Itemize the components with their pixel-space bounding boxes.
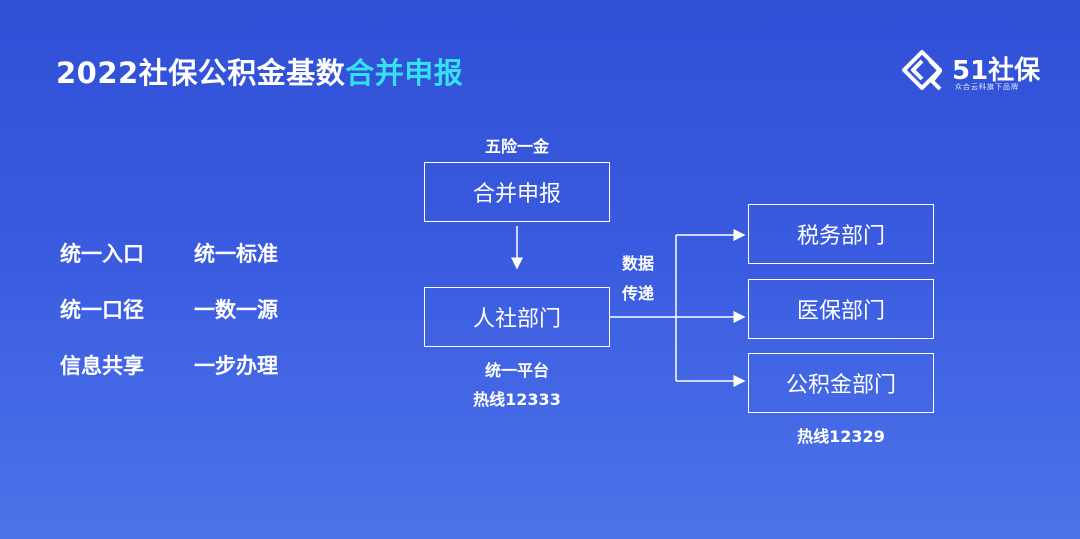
- title-main: 2022社保公积金基数: [56, 56, 346, 90]
- label-transfer: 传递: [621, 284, 654, 303]
- slogan-item: 信息共享: [60, 354, 144, 378]
- page-title: 2022社保公积金基数合并申报: [56, 50, 463, 92]
- slogan-list: 统一入口 统一标准 统一口径 一数一源 信息共享 一步办理: [60, 225, 298, 393]
- box-tax-dept: 税务部门: [748, 204, 934, 264]
- slogan-item: 一数一源: [194, 298, 278, 322]
- label-hotline-12333: 热线12333: [473, 390, 561, 409]
- logo-brand: 51社保: [952, 56, 1041, 86]
- box-social-security-dept: 人社部门: [424, 287, 610, 347]
- logo-tagline: 众合云科旗下品牌: [955, 83, 1019, 91]
- slogan-item: 统一口径: [60, 298, 144, 322]
- slogan-row: 统一入口 统一标准: [60, 225, 298, 281]
- label-hotline-12329: 热线12329: [797, 427, 885, 446]
- slogan-row: 信息共享 一步办理: [60, 337, 298, 393]
- box-merge-declaration: 合并申报: [424, 162, 610, 222]
- label-unified-platform: 统一平台: [484, 361, 549, 380]
- slogan-item: 一步办理: [194, 354, 278, 378]
- slogan-row: 统一口径 一数一源: [60, 281, 298, 337]
- logo: 51社保 众合云科旗下品牌: [900, 48, 1050, 98]
- label-five-insurances: 五险一金: [484, 137, 549, 156]
- slogan-item: 统一标准: [194, 242, 278, 266]
- logo-icon: [902, 50, 942, 91]
- label-data: 数据: [621, 254, 654, 273]
- title-highlight: 合并申报: [345, 56, 464, 90]
- box-housing-fund-dept: 公积金部门: [748, 353, 934, 413]
- slogan-item: 统一入口: [60, 242, 144, 266]
- box-medical-dept: 医保部门: [748, 279, 934, 339]
